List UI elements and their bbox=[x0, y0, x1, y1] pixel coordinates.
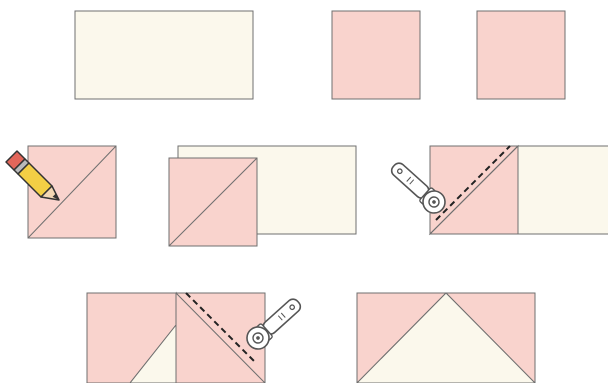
cream-rectangle bbox=[75, 11, 253, 99]
pink-square-1 bbox=[332, 11, 420, 99]
unit-with-second-square bbox=[87, 293, 265, 383]
square-on-rectangle bbox=[169, 146, 356, 246]
finished-flying-geese-unit bbox=[357, 293, 535, 383]
row-2-mark-and-cut bbox=[6, 146, 608, 246]
sewn-square-on-rectangle bbox=[430, 146, 608, 234]
row-1-starting-pieces bbox=[75, 11, 565, 99]
row-3-second-side-and-finished bbox=[87, 293, 535, 383]
pink-square-2 bbox=[477, 11, 565, 99]
